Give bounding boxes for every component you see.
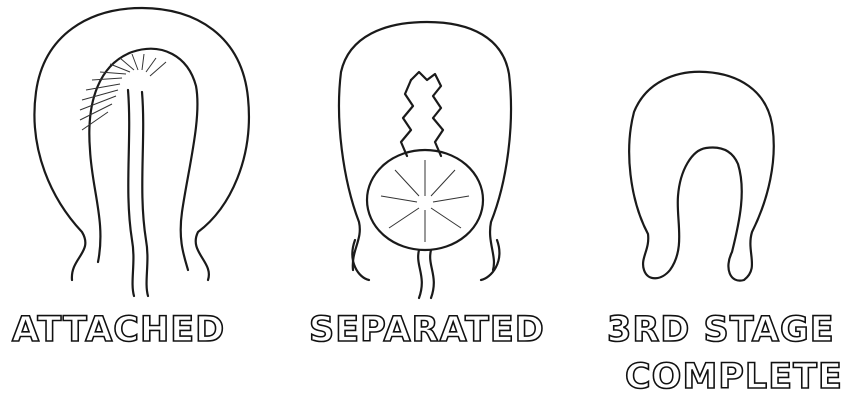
attached-illustration (20, 0, 260, 300)
label-separated: SEPARATED (309, 313, 545, 348)
label-attached: ATTACHED (12, 313, 225, 348)
complete-illustration (620, 0, 790, 300)
separated-illustration (315, 0, 535, 300)
label-third-stage: 3RD STAGE (607, 313, 835, 348)
label-complete: COMPLETE (625, 360, 843, 395)
